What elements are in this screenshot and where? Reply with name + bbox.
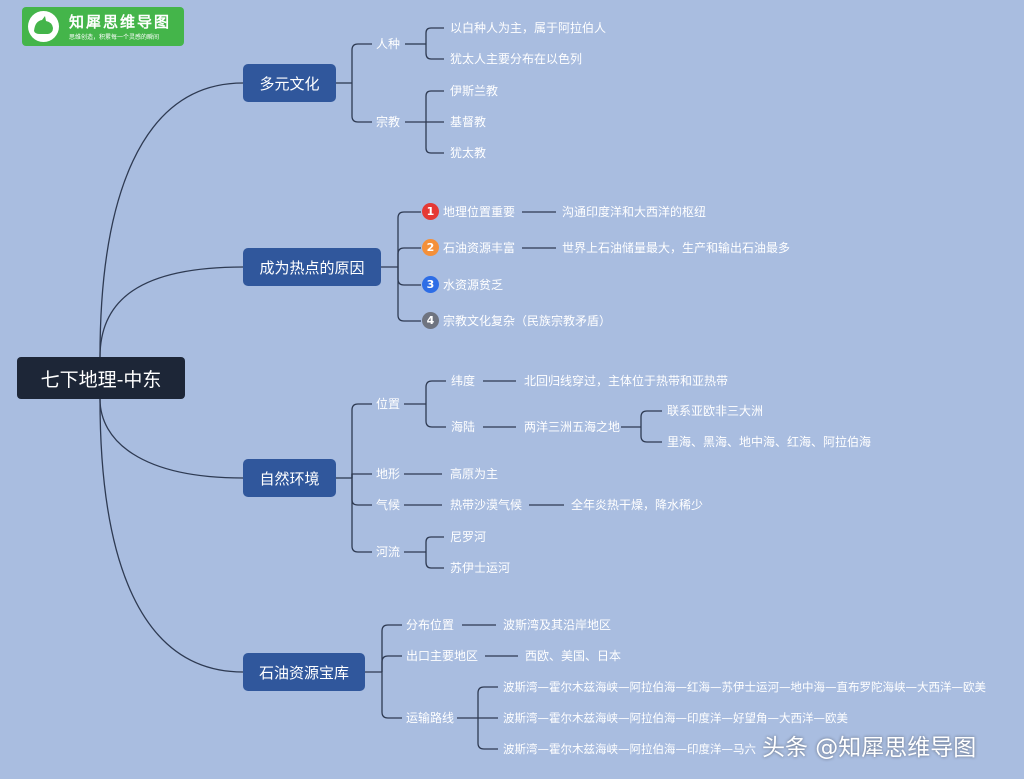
node-oil-export[interactable]: 出口主要地区: [406, 649, 479, 663]
node-hotspot-reason[interactable]: 石油资源丰富: [443, 241, 516, 255]
node-river-item[interactable]: 苏伊士运河: [450, 561, 511, 575]
node-climate-detail[interactable]: 全年炎热干燥，降水稀少: [571, 498, 704, 512]
branch-culture[interactable]: 多元文化: [243, 64, 336, 102]
node-hotspot-detail[interactable]: 世界上石油储量最大，生产和输出石油最多: [562, 241, 791, 255]
node-terrain-detail[interactable]: 高原为主: [450, 467, 499, 481]
node-climate[interactable]: 气候: [376, 498, 401, 512]
rhino-logo-icon: [28, 11, 59, 42]
node-climate-type[interactable]: 热带沙漠气候: [450, 498, 523, 512]
node-latitude-detail[interactable]: 北回归线穿过，主体位于热带和亚热带: [524, 374, 729, 388]
node-oil-routes[interactable]: 运输路线: [406, 711, 455, 725]
node-hotspot-reason[interactable]: 地理位置重要: [443, 205, 516, 219]
number-badge-1: 1: [422, 203, 439, 220]
number-badge-2: 2: [422, 239, 439, 256]
watermark-text: 头条 @知犀思维导图: [762, 735, 977, 761]
node-race-item[interactable]: 以白种人为主，属于阿拉伯人: [450, 21, 607, 35]
branch-hotspot[interactable]: 成为热点的原因: [243, 248, 381, 286]
node-sea-land-detail[interactable]: 两洋三洲五海之地: [524, 420, 621, 434]
node-religion-item[interactable]: 基督教: [450, 115, 487, 129]
node-sea-land-item[interactable]: 联系亚欧非三大洲: [667, 404, 764, 418]
node-oil-route[interactable]: 波斯湾—霍尔木兹海峡—阿拉伯海—红海—苏伊士运河—地中海—直布罗陀海峡—大西洋—…: [503, 680, 986, 694]
node-oil-route[interactable]: 波斯湾—霍尔木兹海峡—阿拉伯海—印度洋—马六: [503, 742, 756, 756]
logo-title: 知犀思维导图: [69, 13, 172, 31]
node-oil-export-detail[interactable]: 西欧、美国、日本: [525, 649, 622, 663]
node-position[interactable]: 位置: [376, 397, 401, 411]
node-latitude[interactable]: 纬度: [451, 374, 476, 388]
brand-logo: 知犀思维导图 思维创造，积累每一个灵感的瞬间: [22, 7, 184, 46]
node-sea-land[interactable]: 海陆: [451, 420, 476, 434]
node-terrain[interactable]: 地形: [376, 467, 401, 481]
node-hotspot-reason[interactable]: 宗教文化复杂（民族宗教矛盾）: [443, 314, 612, 328]
number-badge-4: 4: [422, 312, 439, 329]
node-oil-route[interactable]: 波斯湾—霍尔木兹海峡—阿拉伯海—印度洋—好望角—大西洋—欧美: [503, 711, 848, 725]
node-oil-distribution-detail[interactable]: 波斯湾及其沿岸地区: [503, 618, 612, 632]
node-religion-item[interactable]: 伊斯兰教: [450, 84, 499, 98]
root-node[interactable]: 七下地理-中东: [17, 357, 185, 399]
node-hotspot-reason[interactable]: 水资源贫乏: [443, 278, 504, 292]
node-rivers[interactable]: 河流: [376, 545, 401, 559]
node-race[interactable]: 人种: [376, 37, 401, 51]
node-oil-distribution[interactable]: 分布位置: [406, 618, 455, 632]
branch-oil[interactable]: 石油资源宝库: [243, 653, 365, 691]
number-badge-3: 3: [422, 276, 439, 293]
branch-nature[interactable]: 自然环境: [243, 459, 336, 497]
node-hotspot-detail[interactable]: 沟通印度洋和大西洋的枢纽: [562, 205, 707, 219]
node-religion[interactable]: 宗教: [376, 115, 401, 129]
node-religion-item[interactable]: 犹太教: [450, 146, 487, 160]
logo-subtitle: 思维创造，积累每一个灵感的瞬间: [69, 34, 160, 41]
node-river-item[interactable]: 尼罗河: [450, 530, 487, 544]
node-sea-land-item[interactable]: 里海、黑海、地中海、红海、阿拉伯海: [667, 435, 872, 449]
node-race-item[interactable]: 犹太人主要分布在以色列: [450, 52, 583, 66]
